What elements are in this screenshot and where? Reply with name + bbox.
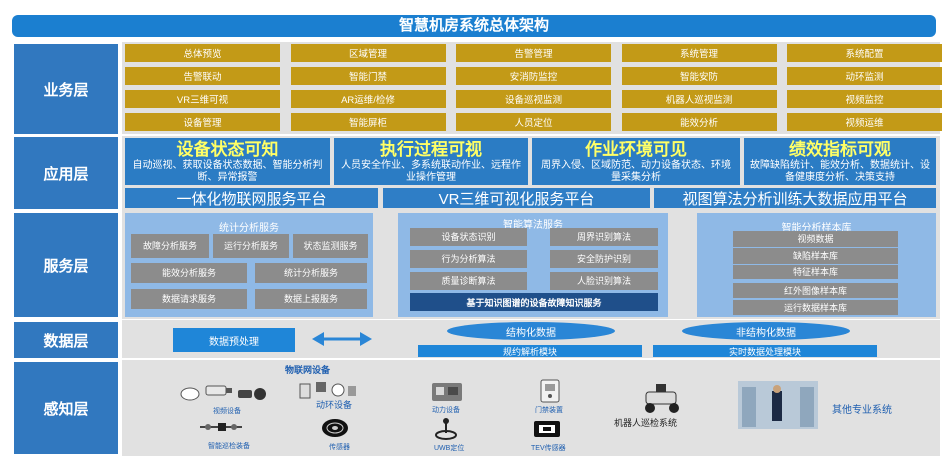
data-preprocess: 数据预处理 xyxy=(173,328,295,352)
business-item: 设备管理 xyxy=(125,113,280,131)
business-item: 安消防监控 xyxy=(456,67,611,85)
sample-item: 红外图像样本库 xyxy=(733,283,898,298)
sensor-label: 传感器 xyxy=(329,444,350,451)
platform-iot: 一体化物联网服务平台 xyxy=(125,188,378,208)
business-item: 智能屏柜 xyxy=(290,113,446,131)
panel-title: 统计分析服务 xyxy=(219,223,279,234)
power-device-label: 动力设备 xyxy=(432,407,460,414)
app-environment: 作业环境可见 周界入侵、区域防范、动力设备状态、环境量采集分析 xyxy=(532,138,740,185)
app-device-status: 设备状态可知 自动巡视、获取设备状态数据、智能分析判断、异常报警 xyxy=(125,138,330,185)
business-item: 智能安防 xyxy=(621,67,777,85)
iot-devices-title: 物联网设备 xyxy=(285,365,331,375)
app-desc: 人员安全作业、多系统联动作业、远程作业操作管理 xyxy=(341,160,521,183)
algo-item: 周界识别算法 xyxy=(550,228,658,246)
stats-item: 数据请求服务 xyxy=(131,289,247,309)
stats-item: 数据上报服务 xyxy=(255,289,367,309)
layer-perception: 感知层 xyxy=(14,362,118,454)
layer-service: 服务层 xyxy=(14,213,118,317)
structured-data: 结构化数据 xyxy=(447,322,615,340)
door-access-icon xyxy=(540,379,560,403)
layer-business: 业务层 xyxy=(14,44,118,134)
app-process-visible: 执行过程可视 人员安全作业、多系统联动作业、远程作业操作管理 xyxy=(334,138,528,185)
datacenter-photo-icon xyxy=(738,381,818,429)
panel-title: 智能分析样本库 xyxy=(781,223,852,234)
robot-icon xyxy=(645,384,679,413)
sensor-icon xyxy=(322,419,348,437)
business-item: 视频监控 xyxy=(787,90,942,108)
realtime-module: 实时数据处理模块 xyxy=(653,345,877,357)
app-desc: 周界入侵、区域防范、动力设备状态、环境量采集分析 xyxy=(541,160,731,183)
algo-item: 安全防护识别 xyxy=(550,250,658,268)
page-title: 智慧机房系统总体架构 xyxy=(12,15,936,37)
sample-item: 特征样本库 xyxy=(733,265,898,279)
stats-item: 故障分析服务 xyxy=(131,234,209,258)
env-device-label: 动环设备 xyxy=(316,400,353,410)
app-heading: 设备状态可知 xyxy=(176,140,279,159)
uwb-label: UWB定位 xyxy=(434,445,465,452)
algo-item: 人脸识别算法 xyxy=(550,272,658,290)
business-item: 能效分析 xyxy=(621,113,777,131)
power-device-icon xyxy=(432,383,462,401)
sample-item: 视频数据 xyxy=(733,231,898,247)
business-item: 区域管理 xyxy=(290,44,446,62)
inspection-equipment-label: 智能巡检装备 xyxy=(208,443,250,450)
app-heading: 绩效指标可观 xyxy=(789,140,891,159)
business-item: 系统管理 xyxy=(621,44,777,62)
layer-data: 数据层 xyxy=(14,322,118,358)
app-heading: 执行过程可视 xyxy=(380,140,482,159)
business-item: 机器人巡视监测 xyxy=(621,90,777,108)
app-heading: 作业环境可见 xyxy=(585,140,687,159)
stats-item: 运行分析服务 xyxy=(213,234,289,258)
double-arrow-icon xyxy=(312,332,372,346)
robot-system-label: 机器人巡检系统 xyxy=(614,418,678,428)
tev-label: TEV传感器 xyxy=(531,445,566,452)
sample-item: 缺陷样本库 xyxy=(733,248,898,264)
tev-sensor-icon xyxy=(534,421,560,437)
panel-title: 智能算法服务 xyxy=(503,220,563,231)
environment-sensor-icon xyxy=(299,382,356,399)
stats-item: 统计分析服务 xyxy=(255,263,367,283)
unstructured-data: 非结构化数据 xyxy=(682,322,850,340)
inspection-equipment-icon xyxy=(200,423,242,431)
app-performance: 绩效指标可观 故障缺陷统计、能效分析、数据统计、设备健康度分析、决策支持 xyxy=(744,138,936,185)
algo-item: 质量诊断算法 xyxy=(410,272,527,290)
business-item: 动环监测 xyxy=(787,67,942,85)
business-item: 人员定位 xyxy=(456,113,611,131)
app-desc: 故障缺陷统计、能效分析、数据统计、设备健康度分析、决策支持 xyxy=(750,160,930,183)
algo-item: 行为分析算法 xyxy=(410,250,527,268)
other-systems-label: 其他专业系统 xyxy=(832,405,892,416)
protocol-module: 规约解析模块 xyxy=(418,345,642,357)
business-item: VR三维可视 xyxy=(125,90,280,108)
camera-icon xyxy=(180,385,266,401)
app-desc: 自动巡视、获取设备状态数据、智能分析判断、异常报警 xyxy=(132,160,323,183)
business-item: 视频运维 xyxy=(787,113,942,131)
layer-application: 应用层 xyxy=(14,137,118,209)
business-item: 设备巡视监测 xyxy=(456,90,611,108)
business-item: 系统配置 xyxy=(787,44,942,62)
stats-item: 能效分析服务 xyxy=(131,263,247,283)
door-device-label: 门禁装置 xyxy=(535,407,563,414)
business-grid: 总体预览区域管理告警管理系统管理系统配置告警联动智能门禁安消防监控智能安防动环监… xyxy=(125,44,942,132)
business-item: 智能门禁 xyxy=(290,67,446,85)
sample-item: 运行数据样本库 xyxy=(733,300,898,315)
algo-item: 设备状态识别 xyxy=(410,228,527,246)
business-item: AR运维/检修 xyxy=(290,90,446,108)
business-item: 总体预览 xyxy=(125,44,280,62)
business-item: 告警联动 xyxy=(125,67,280,85)
video-device-label: 视频设备 xyxy=(213,408,241,415)
platform-bigdata: 视图算法分析训练大数据应用平台 xyxy=(654,188,936,208)
stats-item: 状态监测服务 xyxy=(293,234,368,258)
platform-vr: VR三维可视化服务平台 xyxy=(383,188,650,208)
uwb-locator-icon xyxy=(435,418,457,440)
business-item: 告警管理 xyxy=(456,44,611,62)
knowledge-service: 基于知识图谱的设备故障知识服务 xyxy=(410,293,658,311)
